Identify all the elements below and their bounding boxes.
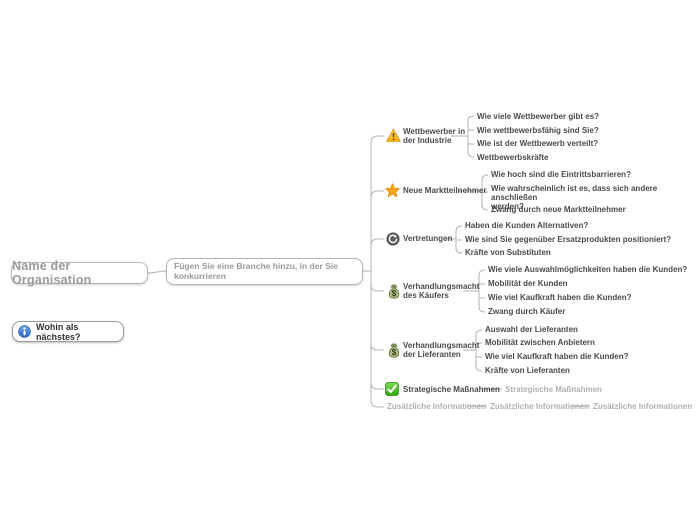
help-button-label: Wohin als nächstes? [36,321,81,342]
svg-text:$: $ [392,348,397,357]
branch-buyer-power-child[interactable]: Zwang durch Käufer [488,307,566,316]
branch-supplier-power-child[interactable]: Mobilität zwischen Anbietern [485,338,595,347]
branch-buyer-power-child[interactable]: Wie viele Auswahlmöglichkeiten haben die… [488,265,688,274]
extra-info-placeholder[interactable]: Zusätzliche Informationen [490,402,590,411]
branch-substitutes-child[interactable]: Haben die Kunden Alternativen? [465,221,589,230]
branch-new-entrants-child[interactable]: Wie hoch sind die Eintrittsbarrieren? [491,170,631,179]
branch-buyer-power-child[interactable]: Wie viel Kaufkraft haben die Kunden? [488,293,632,302]
branch-supplier-power-child[interactable]: Wie viel Kaufkraft haben die Kunden? [485,352,629,361]
branch-competitors-child[interactable]: Wie ist der Wettbewerb verteilt? [477,139,599,148]
branch-substitutes-child[interactable]: Wie sind Sie gegenüber Ersatzprodukten p… [465,235,672,244]
branch-substitutes-child[interactable]: Kräfte von Substituten [465,248,551,257]
branch-competitors-label[interactable]: Wettbewerber in der Industrie [403,127,466,145]
branch-competitors-child[interactable]: Wie viele Wettbewerber gibt es? [477,112,600,121]
branch-new-entrants-child[interactable]: Zwang durch neue Marktteilnehmer [491,205,626,214]
branch-strategic-actions-placeholder[interactable]: Strategische Maßnahmen [505,385,602,394]
star-icon [385,183,400,198]
organisation-root-node[interactable]: Name der Organisation [11,259,148,287]
branch-competitors-child[interactable]: Wie wettbewerbsfähig sind Sie? [477,126,599,135]
help-button[interactable]: Wohin als nächstes? [12,321,124,342]
extra-info-placeholder[interactable]: Zusätzliche Informationen [593,402,693,411]
extra-info-placeholder[interactable]: Zusätzliche Informationen [387,402,487,411]
money-bag-icon: $ [388,284,400,299]
branch-strategic-actions-label[interactable]: Strategische Maßnahmen [403,385,500,394]
svg-text:$: $ [392,289,397,298]
branch-buyer-power-label[interactable]: Verhandlungsmacht des Käufers [403,282,480,300]
branch-competitors-child[interactable]: Wettbewerbskräfte [477,153,549,162]
branch-substitutes-label[interactable]: Vertretungen [403,234,453,243]
refresh-icon [386,232,400,246]
branch-supplier-power-child[interactable]: Auswahl der Lieferanten [485,325,578,334]
branch-supplier-power-label[interactable]: Verhandlungsmacht der Lieferanten [403,341,480,359]
check-icon [385,382,399,396]
branch-new-entrants-child[interactable]: Wie wahrscheinlich ist es, dass sich and… [491,184,658,211]
branch-supplier-power-child[interactable]: Kräfte von Lieferanten [485,366,570,375]
branch-new-entrants-label[interactable]: Neue Marktteilnehmer [403,186,487,195]
money-bag-icon: $ [388,343,400,358]
industry-prompt-node[interactable]: Fügen Sie eine Branche hinzu, in der Sie… [166,258,363,285]
info-icon [18,325,31,338]
branch-buyer-power-child[interactable]: Mobilität der Kunden [488,279,568,288]
warning-icon [386,128,401,142]
